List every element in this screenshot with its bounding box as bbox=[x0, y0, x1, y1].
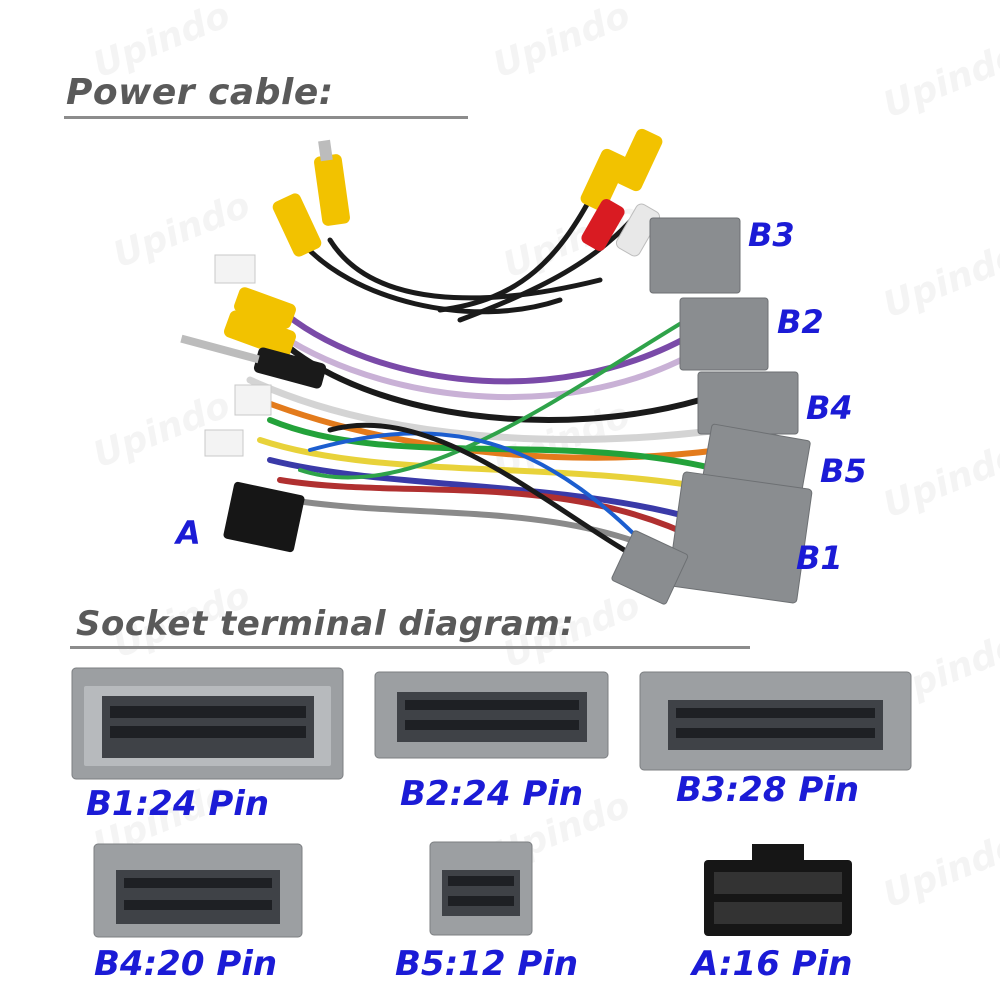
rca-plug-yellow-3 bbox=[580, 128, 663, 212]
socket-b3-caption: B3:28 Pin bbox=[676, 770, 860, 810]
power-cable-underline bbox=[64, 116, 468, 119]
label-b1: B1 bbox=[796, 539, 843, 577]
socket-diagram-underline bbox=[70, 646, 750, 649]
connector-b2 bbox=[679, 297, 769, 371]
socket-diagram-title: Socket terminal diagram: bbox=[76, 604, 575, 644]
socket-b2-image bbox=[374, 671, 609, 759]
socket-b5-caption: B5:12 Pin bbox=[395, 944, 579, 984]
socket-b1-caption: B1:24 Pin bbox=[86, 784, 270, 824]
socket-b2-caption: B2:24 Pin bbox=[400, 774, 584, 814]
small-white-plugs bbox=[204, 254, 272, 457]
socket-a-caption: A:16 Pin bbox=[692, 944, 853, 984]
rca-plug-yellow-1 bbox=[314, 139, 350, 226]
connector-a-black bbox=[223, 481, 305, 553]
socket-b4-caption: B4:20 Pin bbox=[94, 944, 278, 984]
label-b4: B4 bbox=[806, 389, 853, 427]
socket-b1-image bbox=[71, 667, 344, 780]
socket-b5-image bbox=[429, 841, 533, 936]
wire-bundle bbox=[246, 177, 724, 573]
label-b2: B2 bbox=[777, 303, 824, 341]
connector-b1 bbox=[611, 471, 813, 605]
socket-a-image bbox=[704, 844, 852, 936]
label-b3: B3 bbox=[748, 216, 795, 254]
connector-b3 bbox=[649, 217, 741, 294]
label-a: A bbox=[176, 514, 201, 552]
socket-b3-image bbox=[639, 671, 912, 771]
socket-b4-image bbox=[93, 843, 303, 938]
rca-plugs-left bbox=[180, 287, 327, 389]
rca-plug-red bbox=[581, 199, 625, 251]
rca-plug-yellow-2 bbox=[272, 193, 322, 257]
label-b5: B5 bbox=[820, 452, 867, 490]
power-cable-title: Power cable: bbox=[66, 72, 334, 113]
rca-plug-white bbox=[615, 203, 661, 257]
